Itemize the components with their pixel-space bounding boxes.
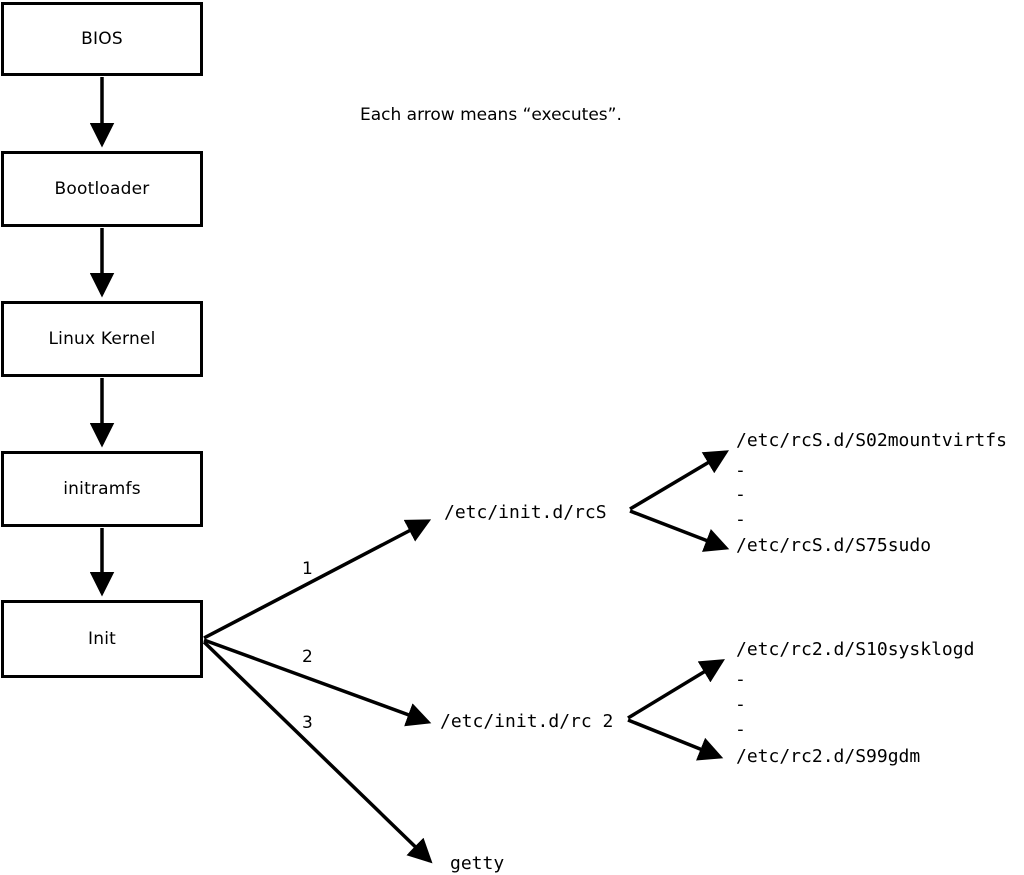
ellipsis-dash-rcs-1: - xyxy=(735,460,746,481)
node-label-bootloader: Bootloader xyxy=(54,179,150,199)
node-label-init-d-rcs[interactable]: /etc/init.d/rcS xyxy=(444,502,607,523)
arrow-rcs-to-first xyxy=(629,450,730,511)
node-box-bios[interactable]: BIOS xyxy=(1,2,203,76)
arrow-init-to-getty xyxy=(202,640,433,864)
node-box-bootloader[interactable]: Bootloader xyxy=(1,151,203,227)
script-label-rc2-first[interactable]: /etc/rc2.d/S10sysklogd xyxy=(736,639,975,660)
edge-number-2: 2 xyxy=(302,647,313,667)
script-label-rcs-last[interactable]: /etc/rcS.d/S75sudo xyxy=(736,535,932,556)
node-label-getty[interactable]: getty xyxy=(450,853,505,874)
edge-number-3: 3 xyxy=(302,713,313,733)
edge-number-1: 1 xyxy=(302,559,313,579)
script-label-rcs-first[interactable]: /etc/rcS.d/S02mountvirtfs xyxy=(736,430,1007,451)
arrow-rcs-to-last xyxy=(629,509,730,552)
ellipsis-dash-rc2-2: - xyxy=(735,694,746,715)
arrow-init-to-rc2 xyxy=(203,638,432,727)
node-label-init-d-rc2[interactable]: /etc/init.d/rc 2 xyxy=(440,711,614,732)
script-label-rc2-last[interactable]: /etc/rc2.d/S99gdm xyxy=(736,746,921,767)
ellipsis-dash-rcs-3: - xyxy=(735,509,746,530)
node-box-initramfs[interactable]: initramfs xyxy=(1,451,203,527)
arrow-init-to-rcs xyxy=(203,519,432,640)
diagram-caption: Each arrow means “executes”. xyxy=(360,105,622,125)
ellipsis-dash-rc2-1: - xyxy=(735,669,746,690)
ellipsis-dash-rcs-2: - xyxy=(735,484,746,505)
node-label-init: Init xyxy=(88,629,116,649)
ellipsis-dash-rc2-3: - xyxy=(735,719,746,740)
arrow-rc2-to-last xyxy=(627,718,724,761)
node-label-linux-kernel: Linux Kernel xyxy=(48,329,156,349)
node-label-initramfs: initramfs xyxy=(63,479,141,499)
node-box-init[interactable]: Init xyxy=(1,600,203,678)
node-box-linux-kernel[interactable]: Linux Kernel xyxy=(1,301,203,377)
arrow-rc2-to-first xyxy=(627,659,725,720)
node-label-bios: BIOS xyxy=(81,29,123,49)
